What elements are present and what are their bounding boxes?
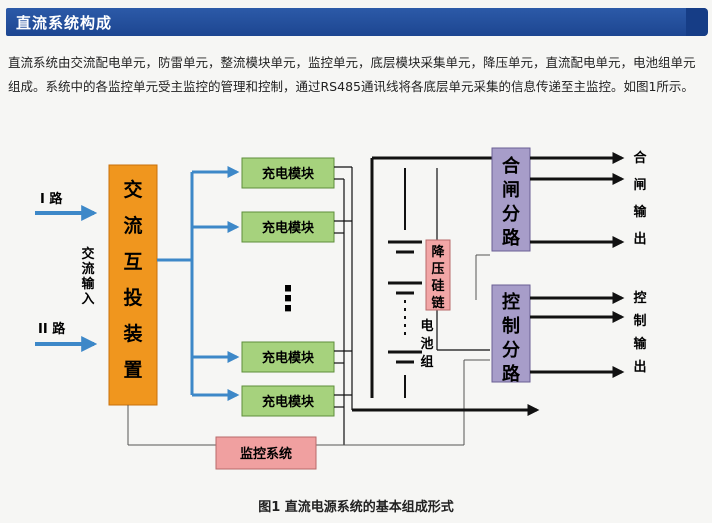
ac-input-char: 交 xyxy=(81,246,94,262)
battery-label: 电池组 xyxy=(420,318,433,370)
switch-text-char: 流 xyxy=(123,214,142,237)
section-title: 直流系统构成 xyxy=(16,14,113,32)
switch-text-char: 置 xyxy=(123,359,142,381)
svg-text:充电模块: 充电模块 xyxy=(262,220,315,236)
module-output-wires xyxy=(334,166,353,445)
intro-line-1: 直流系统由交流配电单元，防雷单元，整流模块单元，监控单元，底层模块采集单元，降压… xyxy=(8,55,696,70)
svg-text:充电模块: 充电模块 xyxy=(262,350,315,366)
control-out-text-char: 制 xyxy=(633,313,646,329)
header-bar: 直流系统构成 xyxy=(6,8,708,36)
input-1-label: I 路 xyxy=(40,191,63,207)
switch-text-char: 交 xyxy=(123,178,142,201)
control-text-char: 制 xyxy=(502,316,520,337)
switch-text-char: 投 xyxy=(123,286,142,309)
control-text-char: 控 xyxy=(502,291,520,313)
battery-stack xyxy=(388,168,422,398)
svg-text:充电模块: 充电模块 xyxy=(262,394,315,410)
close-out-text-char: 闸 xyxy=(633,177,646,193)
close-out-text-char: 出 xyxy=(633,231,646,247)
close-out-text-char: 合 xyxy=(633,150,647,166)
battery-text-char: 组 xyxy=(420,354,433,370)
closing-branch xyxy=(491,147,531,252)
stepdown-text-char: 硅 xyxy=(431,278,444,294)
figure-caption: 图1 直流电源系统的基本组成形式 xyxy=(258,500,454,515)
control-text-char: 路 xyxy=(502,363,521,385)
input-2-label: II 路 xyxy=(38,321,66,337)
control-out-text-char: 控 xyxy=(633,290,646,306)
battery-text-char: 电 xyxy=(420,318,433,334)
stepdown-text-char: 链 xyxy=(430,295,445,311)
ac-switch-device xyxy=(108,164,158,406)
control-out-text-char: 输 xyxy=(633,336,647,352)
close-out-text-char: 输 xyxy=(633,204,647,220)
dc-bus xyxy=(352,156,540,416)
control-branch xyxy=(491,284,531,383)
ac-input-char: 入 xyxy=(81,292,94,307)
close-text-char: 分 xyxy=(502,204,520,225)
monitor-links xyxy=(127,254,490,446)
close-text-char: 闸 xyxy=(502,179,520,201)
control-out-text-char: 出 xyxy=(633,359,646,375)
stepdown-text-char: 压 xyxy=(431,262,444,277)
header-corner-decoration xyxy=(686,8,708,36)
ac-input-char: 输 xyxy=(81,276,95,292)
close-text-char: 路 xyxy=(502,227,521,249)
stepdown-text-char: 降 xyxy=(431,244,445,260)
svg-text:充电模块: 充电模块 xyxy=(262,166,315,182)
charge-module-1: 充电模块 xyxy=(241,157,335,189)
control-text-char: 分 xyxy=(502,340,520,361)
switch-text-char: 互 xyxy=(123,251,142,273)
switch-text-char: 装 xyxy=(122,322,142,345)
step-down-silicon-chain xyxy=(425,239,451,311)
close-text-char: 合 xyxy=(502,155,521,177)
charge-module-2: 充电模块 xyxy=(241,211,335,243)
closing-output-arrows xyxy=(530,152,625,248)
charge-module-3: 充电模块 xyxy=(241,341,335,373)
distribution-bus xyxy=(157,166,240,401)
ac-input-char: 流 xyxy=(81,261,94,277)
monitor-system: 监控系统 xyxy=(215,436,317,470)
charge-module-4: 充电模块 xyxy=(241,385,335,417)
battery-text-char: 池 xyxy=(420,336,433,352)
intro-line-2: 组成。系统中的各监控单元受主监控的管理和控制，通过RS485通讯线将各底层单元采… xyxy=(8,79,694,94)
control-output-arrows xyxy=(530,292,625,378)
svg-text:监控系统: 监控系统 xyxy=(240,446,292,462)
module-ellipsis: ⋮ xyxy=(271,279,305,319)
